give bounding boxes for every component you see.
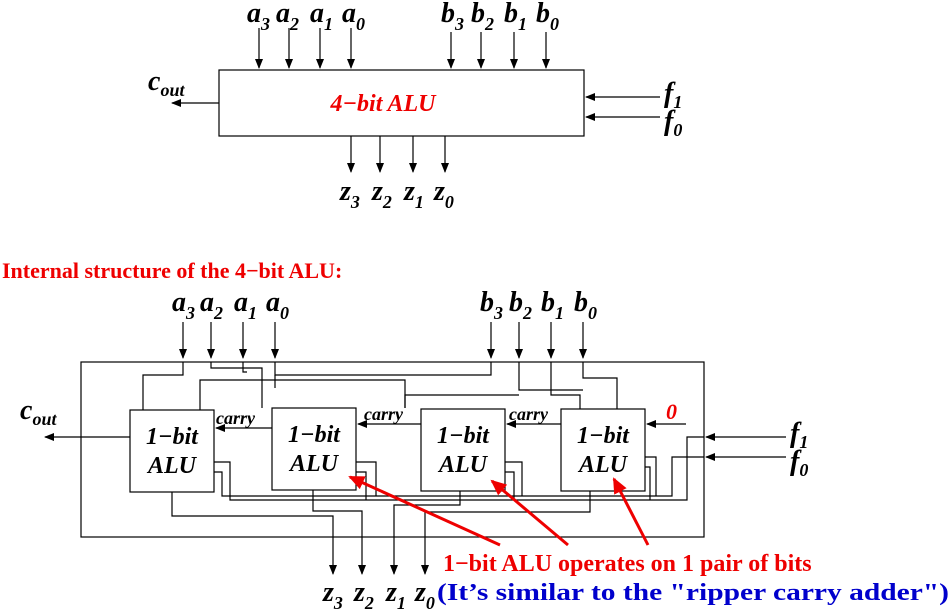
internal-b3-label: b3: [480, 287, 503, 323]
internal-a0-label: a0: [266, 287, 289, 323]
carry-chain: carry carry carry 0: [215, 399, 686, 432]
internal-b-inputs: b3 b2 b1 b0: [480, 287, 597, 359]
top-alu-box: [218, 69, 585, 137]
top-a2-label: a2: [276, 0, 299, 34]
top-b0-label: b0: [536, 0, 559, 34]
internal-z0-label: z0: [414, 577, 435, 613]
top-alu-label: 4−bit ALU: [330, 91, 438, 117]
top-alu: 4−bit ALU a3 a2 a1 a0 b3 b2 b1 b0: [148, 0, 682, 212]
internal-z1-label: z1: [385, 577, 406, 613]
alu-bit-0-line1: 1−bit: [577, 423, 630, 449]
internal-cout-label: cout: [20, 395, 57, 429]
alu-bit-0: 1−bit ALU: [560, 408, 646, 492]
top-f1-label: f1: [664, 78, 682, 112]
alu-bit-1-line2: ALU: [437, 452, 489, 478]
alu-bit-2: 1−bit ALU: [271, 407, 357, 491]
top-z0-label: z0: [433, 176, 454, 212]
internal-f1-label: f1: [790, 418, 808, 452]
internal-a2-label: a2: [200, 287, 223, 323]
internal-structure: a3 a2 a1 a0 b3 b2 b1 b0: [20, 287, 808, 613]
carry-label-1: carry: [216, 408, 256, 428]
alu-bit-2-line2: ALU: [288, 451, 340, 477]
alu-bit-3-line1: 1−bit: [146, 424, 199, 450]
internal-z3-label: z3: [322, 577, 343, 613]
internal-a-inputs: a3 a2 a1 a0: [172, 287, 289, 359]
internal-b2-label: b2: [509, 287, 532, 323]
alu-bit-2-line1: 1−bit: [288, 422, 341, 448]
top-b3-label: b3: [441, 0, 464, 34]
alu-bit-3: 1−bit ALU: [129, 409, 215, 493]
top-z3-label: z3: [339, 176, 360, 212]
internal-f0-label: f0: [790, 446, 808, 480]
top-b1-label: b1: [504, 0, 527, 34]
top-a3-label: a3: [247, 0, 270, 34]
pointer-arrow-alu-0: [612, 477, 650, 546]
alu-bit-1: 1−bit ALU: [420, 408, 506, 492]
top-a0-label: a0: [342, 0, 365, 34]
alu-bit-0-line2: ALU: [577, 452, 629, 478]
top-a1-label: a1: [310, 0, 333, 34]
pointer-arrow-alu-2: [348, 475, 501, 547]
carry-label-2: carry: [364, 404, 404, 424]
top-z1-label: z1: [403, 176, 424, 212]
internal-z-outputs: z3 z2 z1 z0: [322, 537, 435, 613]
top-a-inputs: a3 a2 a1 a0: [247, 0, 365, 69]
top-z-outputs: z3 z2 z1 z0: [339, 136, 454, 212]
internal-b0-label: b0: [574, 287, 597, 323]
top-cout-label: cout: [148, 66, 185, 100]
carry-in-zero: 0: [666, 399, 677, 424]
internal-a3-label: a3: [172, 287, 195, 323]
annotation: 1−bit ALU operates on 1 pair of bits (It…: [348, 475, 949, 606]
internal-z2-label: z2: [353, 577, 374, 613]
top-z2-label: z2: [371, 176, 392, 212]
top-b-inputs: b3 b2 b1 b0: [441, 0, 559, 69]
annotation-line1: 1−bit ALU operates on 1 pair of bits: [443, 551, 812, 577]
top-f0-label: f0: [664, 106, 682, 140]
alu-bit-1-line1: 1−bit: [437, 423, 490, 449]
pointer-arrow-alu-1: [490, 479, 569, 547]
alu-bit-3-line2: ALU: [146, 453, 198, 479]
internal-heading: Internal structure of the 4−bit ALU:: [2, 258, 342, 283]
internal-a1-label: a1: [234, 287, 257, 323]
internal-b1-label: b1: [541, 287, 564, 323]
carry-label-3: carry: [509, 404, 549, 424]
internal-wiring: [142, 362, 704, 537]
top-b2-label: b2: [471, 0, 494, 34]
annotation-line2: (It’s similar to the "ripper carry adder…: [437, 580, 949, 606]
